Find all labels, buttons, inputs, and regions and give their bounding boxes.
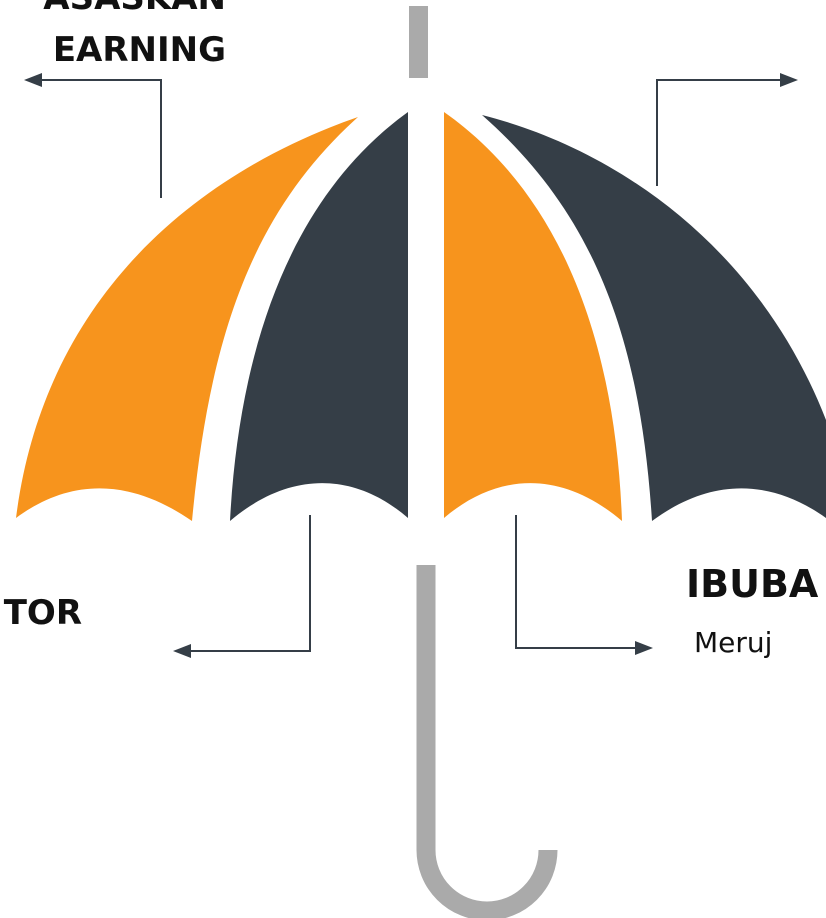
canopy-panel-3	[444, 112, 622, 521]
right-title: IBUBA	[686, 562, 819, 606]
arrowhead-top-left	[24, 73, 42, 87]
bottom-left-title: TOR	[3, 593, 82, 633]
umbrella-handle	[416, 565, 558, 918]
top-left-title-line1: ASASKAN	[43, 0, 226, 18]
arrowhead-bottom-right	[635, 641, 653, 655]
connector-bottom-left	[190, 515, 311, 652]
canopy-panel-4	[482, 115, 826, 521]
canopy-panel-2	[230, 112, 408, 521]
top-left-title-line2: EARNING	[52, 30, 226, 70]
canopy-panel-1	[16, 117, 358, 521]
connector-top-left	[40, 79, 162, 198]
arrowhead-bottom-left	[173, 644, 191, 658]
arrowhead-top-right	[780, 73, 798, 87]
right-description: Meruj	[694, 626, 773, 659]
connector-bottom-right	[515, 515, 636, 649]
connector-top-right	[656, 79, 782, 186]
umbrella-tip	[409, 6, 428, 78]
